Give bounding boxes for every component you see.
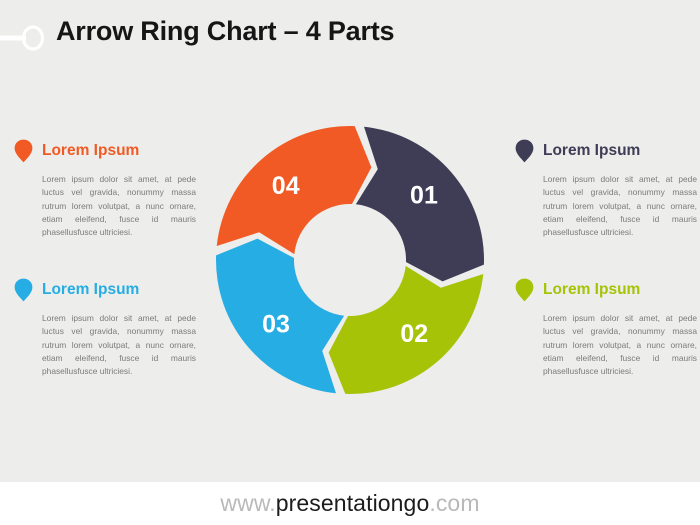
ring-segment-label-01: 01 [410, 182, 438, 210]
slide-header: Arrow Ring Chart – 4 Parts [0, 8, 700, 60]
ring-segment-label-02: 02 [400, 320, 428, 348]
legend-heading: Lorem Ipsum [14, 277, 196, 303]
page-title: Arrow Ring Chart – 4 Parts [56, 16, 395, 46]
legend-body-text: Lorem ipsum dolor sit amet, at pede luct… [42, 174, 196, 238]
legend-title: Lorem Ipsum [42, 142, 140, 160]
legend-block-top-right[interactable]: Lorem Ipsum Lorem ipsum dolor sit amet, … [515, 138, 697, 239]
footer-url-name: presentationgo [275, 490, 430, 516]
ring-segment-01[interactable] [355, 126, 485, 282]
arrow-ring-chart: 01 02 03 04 [205, 115, 495, 405]
slide-footer: www.presentationgo.com [0, 482, 700, 525]
ring-segment-04[interactable] [216, 125, 372, 255]
legend-body-text: Lorem ipsum dolor sit amet, at pede luct… [42, 313, 196, 377]
legend-body-text: Lorem ipsum dolor sit amet, at pede luct… [543, 174, 697, 238]
legend-block-bottom-left[interactable]: Lorem Ipsum Lorem ipsum dolor sit amet, … [14, 277, 196, 378]
map-pin-icon [14, 139, 33, 163]
slide-canvas [0, 0, 700, 482]
ring-segment-02[interactable] [328, 265, 484, 395]
legend-heading: Lorem Ipsum [515, 277, 697, 303]
arrow-ring-svg: 01 02 03 04 [215, 125, 485, 395]
map-pin-icon [515, 278, 534, 302]
map-pin-icon [515, 139, 534, 163]
ring-line-icon [0, 24, 52, 52]
map-pin-icon [14, 278, 33, 302]
legend-body-text: Lorem ipsum dolor sit amet, at pede luct… [543, 313, 697, 377]
footer-url-suffix: .com [429, 490, 480, 516]
ring-segment-03[interactable] [215, 238, 345, 394]
legend-heading: Lorem Ipsum [515, 138, 697, 164]
legend-heading: Lorem Ipsum [14, 138, 196, 164]
footer-url[interactable]: www.presentationgo.com [220, 490, 479, 517]
ring-segment-label-03: 03 [262, 310, 290, 338]
ring-segment-label-04: 04 [272, 172, 300, 200]
footer-url-prefix: www. [220, 490, 276, 516]
legend-title: Lorem Ipsum [543, 281, 641, 299]
legend-title: Lorem Ipsum [543, 142, 641, 160]
legend-block-top-left[interactable]: Lorem Ipsum Lorem ipsum dolor sit amet, … [14, 138, 196, 239]
legend-title: Lorem Ipsum [42, 281, 140, 299]
legend-block-bottom-right[interactable]: Lorem Ipsum Lorem ipsum dolor sit amet, … [515, 277, 697, 378]
